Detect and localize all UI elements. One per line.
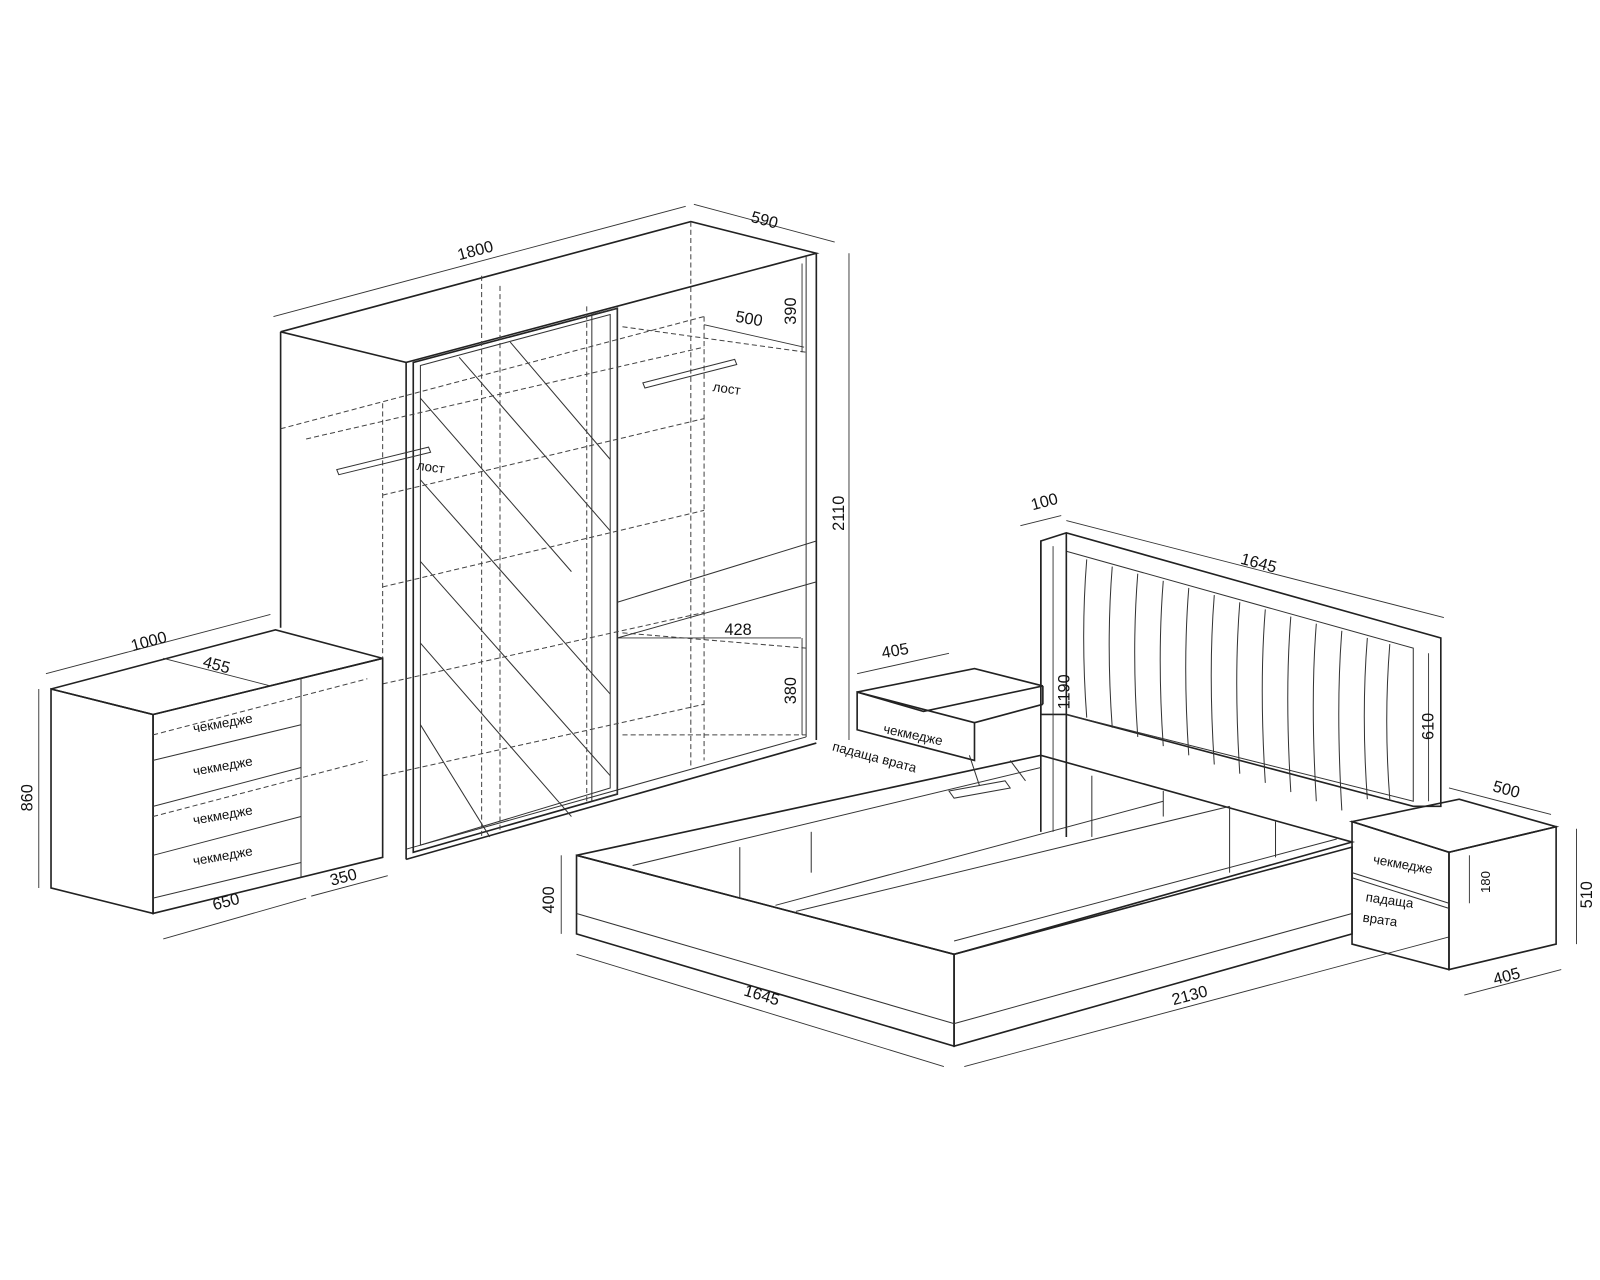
wardrobe-top-gap-dim: 390 [782, 297, 800, 324]
rail-label-right: лост [712, 379, 742, 398]
bed-length-dim: 2130 [1170, 982, 1210, 1009]
dresser-depth-dim: 455 [201, 653, 232, 677]
nightstand-right-door-line1: падаща [1365, 889, 1415, 911]
wardrobe-width-dim: 1800 [456, 237, 496, 264]
dresser-drawer-width-dim: 650 [211, 890, 242, 914]
nightstand-right-drawer-height-dim: 180 [1478, 871, 1493, 893]
headboard-height-dim: 1190 [1055, 674, 1073, 709]
nightstand-right-drawer: чекмедже [1372, 852, 1434, 877]
bed [575, 532, 1442, 1048]
nightstand-left: 405 чекмедже падаща врата [831, 640, 1044, 776]
wardrobe-inner-shelf-dim: 428 [724, 621, 751, 639]
dresser-width-dim: 1000 [129, 628, 169, 655]
dresser-drawer-2: чекмедже [192, 753, 254, 778]
dresser-drawer-4: чекмедже [192, 843, 254, 868]
dresser-height-dim: 860 [19, 784, 37, 811]
headboard-pleats [1083, 559, 1391, 811]
wardrobe [279, 220, 820, 861]
lift-mechanism [948, 755, 1026, 799]
wardrobe-depth-dim: 590 [749, 208, 780, 232]
headboard-panel-height-dim: 610 [1420, 713, 1438, 740]
wardrobe-height-dim: 2110 [830, 496, 848, 531]
bed-base-height-dim: 400 [540, 886, 558, 913]
nightstand-right: 500 510 180 405 чекмедже падаща врата [1348, 777, 1596, 996]
wardrobe-shelf-depth-dim: 500 [734, 308, 764, 330]
dresser-drawer-1: чекмедже [192, 711, 254, 736]
nightstand-left-door: падаща врата [831, 739, 919, 776]
dresser-drawer-3: чекмедже [192, 802, 254, 827]
nightstand-right-height-dim: 510 [1578, 881, 1596, 908]
headboard-thickness-dim: 100 [1029, 490, 1060, 514]
bed-width-dim: 1645 [742, 982, 782, 1010]
nightstand-right-width-dim: 500 [1491, 777, 1522, 801]
nightstand-right-depth-dim: 405 [1491, 964, 1522, 988]
wardrobe-dimensions: 1800 590 2110 390 500 лост лост 428 380 [273, 203, 850, 741]
nightstand-right-door-line2: врата [1362, 910, 1399, 930]
rail-label-left: лост [416, 458, 446, 477]
headboard-width-dim: 1645 [1239, 550, 1279, 577]
wardrobe-lower-gap-dim: 380 [782, 677, 800, 704]
nightstand-left-width-dim: 405 [880, 640, 910, 662]
